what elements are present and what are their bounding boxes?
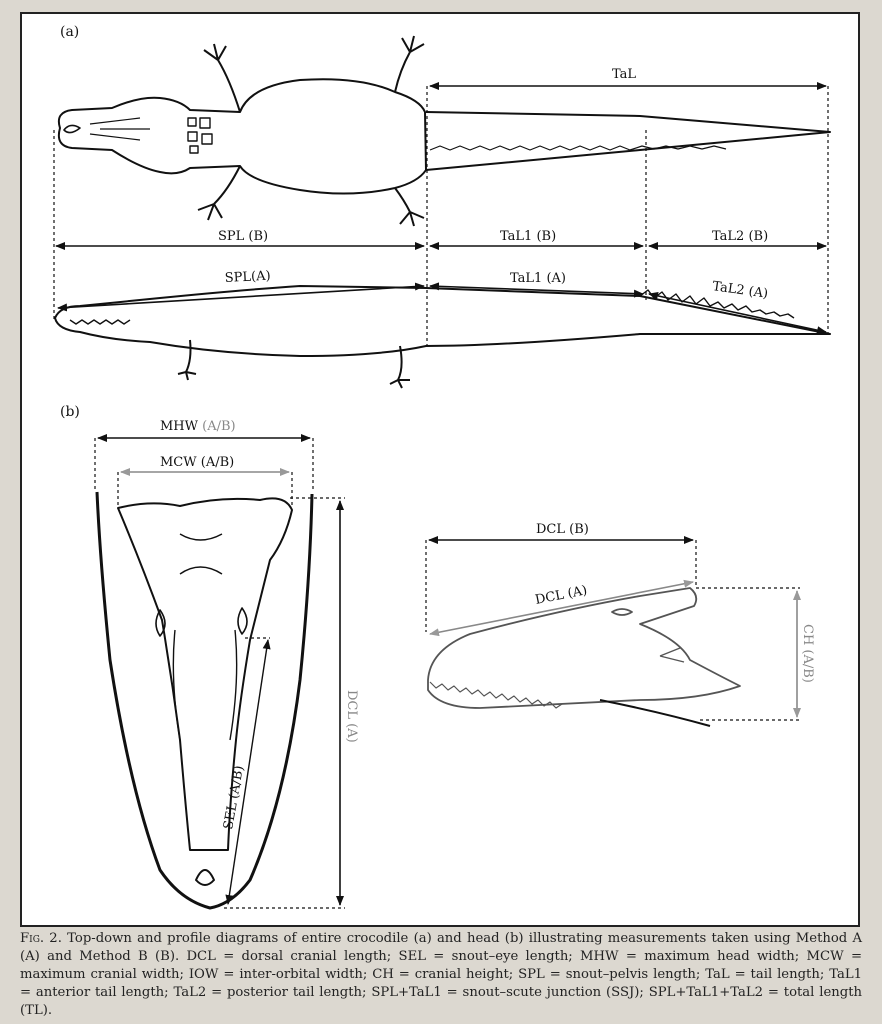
- tal1-a-arrow: [429, 282, 644, 298]
- tal1-b-label: TaL1 (B): [500, 229, 556, 244]
- sel-arrow: [225, 639, 271, 905]
- spl-a-label: SPL(A): [224, 269, 271, 286]
- panel-label-a: (a): [60, 24, 79, 40]
- tal1-a-label: TaL1 (A): [510, 271, 566, 286]
- dcl-a-vertical-label: DCL (A): [344, 690, 359, 743]
- guide-lines-b-head: [94, 438, 345, 909]
- ch-label: CH (A/B): [800, 624, 815, 683]
- figure-caption: Fig. 2. Top-down and profile diagrams of…: [20, 930, 862, 1020]
- mhw-label-suffix: (A/B): [202, 419, 235, 434]
- dcl-a-arrow: [429, 579, 694, 637]
- head-top-view: [95, 491, 314, 910]
- tal2-b-label: TaL2 (B): [712, 229, 768, 244]
- crocodile-top-view: [57, 35, 831, 227]
- panel-label-b: (b): [60, 404, 80, 420]
- tal-label: TaL: [612, 67, 636, 82]
- guide-lines-b-profile: [425, 540, 800, 721]
- mhw-label-prefix: MHW: [160, 419, 202, 434]
- mcw-label: MCW (A/B): [160, 455, 234, 470]
- mhw-label: MHW (A/B): [160, 419, 236, 434]
- guide-lines-a: [53, 86, 829, 346]
- dcl-b-label: DCL (B): [536, 522, 589, 537]
- spl-b-label: SPL (B): [218, 229, 268, 244]
- tal2-a-label: TaL2 (A): [711, 279, 769, 302]
- figure-diagram: (a) (b) TaL: [53, 24, 831, 910]
- sel-label: SEL (A/B): [221, 764, 247, 830]
- caption-fig-label: Fig. 2.: [20, 931, 62, 946]
- head-side-view: [427, 587, 741, 727]
- caption-text: Top-down and profile diagrams of entire …: [20, 931, 862, 1018]
- spl-a-arrow: [57, 282, 425, 312]
- tal2-a-arrow: [648, 291, 827, 335]
